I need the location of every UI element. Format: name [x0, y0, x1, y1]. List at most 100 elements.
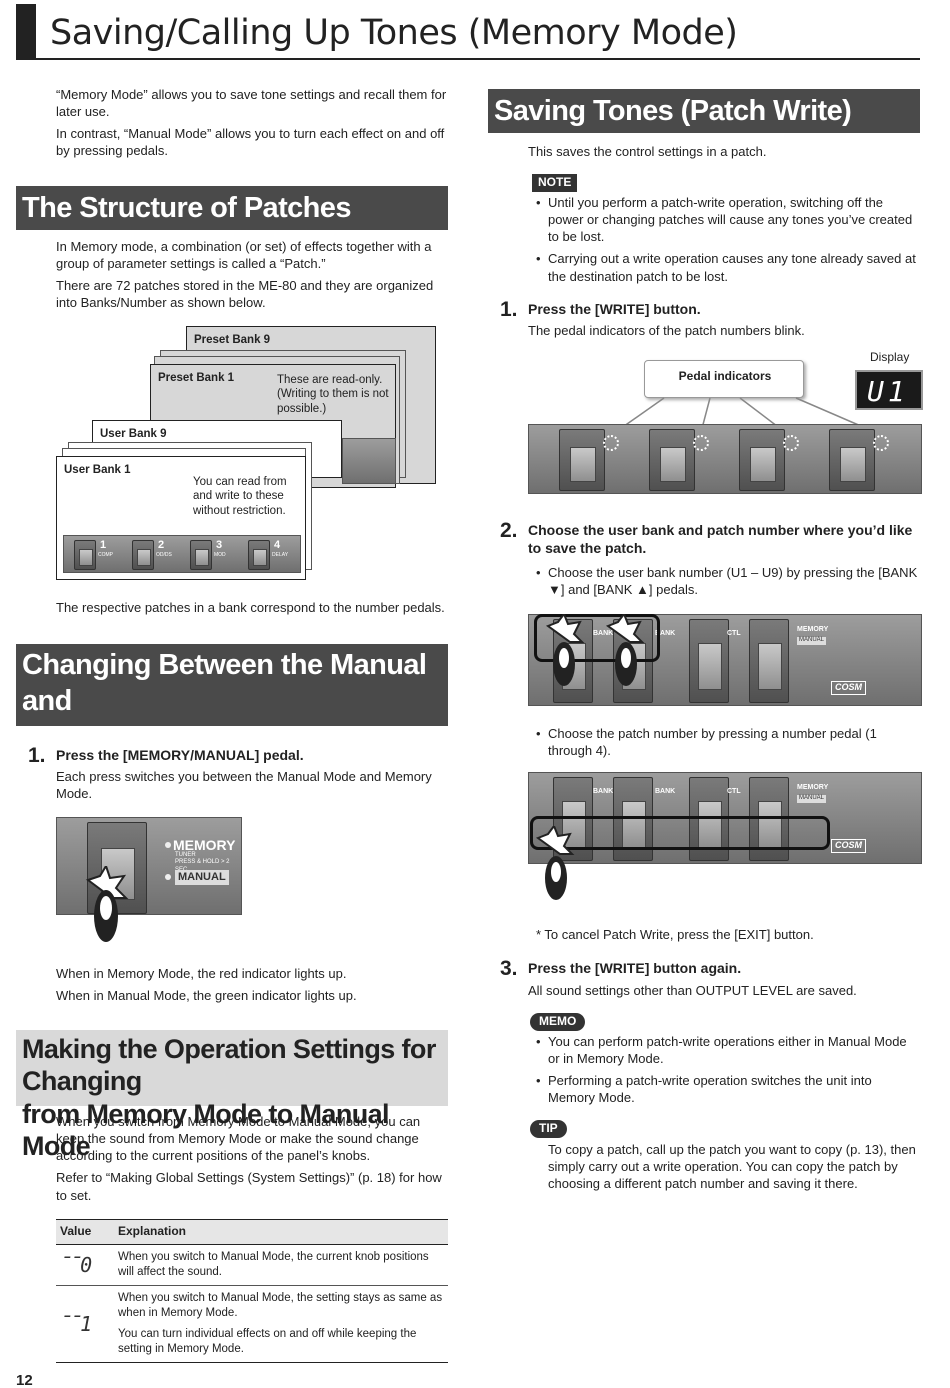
list-item: Until you perform a patch-write operatio…: [528, 194, 920, 245]
pedal: [190, 540, 212, 570]
pedal-number-1: 1: [100, 539, 107, 551]
structure-paragraph: In Memory mode, a combination (or set) o…: [56, 239, 432, 272]
table-row: ¯¯1 When you switch to Manual Mode, the …: [56, 1285, 448, 1363]
page-title: Saving/Calling Up Tones (Memory Mode): [50, 13, 738, 53]
step-number: 1.: [28, 744, 46, 767]
op-settings-text: When you switch from Memory Mode to Manu…: [56, 1113, 450, 1209]
pedal: [689, 777, 729, 861]
changing-step-text: Each press switches you between the Manu…: [56, 769, 432, 802]
write-pedalboard: [528, 424, 922, 494]
intro-paragraph: In contrast, “Manual Mode” allows you to…: [56, 126, 445, 159]
tip-text: To copy a patch, call up the patch you w…: [548, 1142, 916, 1192]
note-tag: NOTE: [532, 173, 578, 192]
display-label: Display: [870, 350, 910, 364]
pedal: [132, 540, 154, 570]
bank-pedals-highlight: [534, 614, 660, 662]
section-heading-structure: The Structure of Patches: [16, 186, 448, 230]
manual-label: MANUAL: [797, 795, 827, 803]
page-title-bar: Saving/Calling Up Tones (Memory Mode): [16, 4, 920, 60]
panel-tuner-label: TUNER: [175, 852, 196, 858]
user-bank-1-card: User Bank 1 You can read from and write …: [56, 456, 306, 580]
changing-step-1: 1. Press the [MEMORY/MANUAL] pedal.: [28, 744, 448, 767]
ctl-label: CTL: [727, 630, 741, 637]
bank-down-label: BANK: [593, 788, 614, 795]
bank-up-label: BANK: [655, 788, 676, 795]
memo-list: You can perform patch-write operations e…: [528, 1033, 920, 1112]
bank-up-label: BANK: [655, 630, 676, 637]
step-number: 3.: [500, 957, 518, 980]
intro-paragraph: “Memory Mode” allows you to save tone se…: [56, 87, 447, 120]
tip-label: TIP: [530, 1120, 567, 1138]
pedal: [248, 540, 270, 570]
heading-line: Memory Modes: [22, 721, 227, 754]
pedal-indicator-icon: [693, 435, 709, 451]
pedal: [689, 619, 729, 703]
structure-paragraph: There are 72 patches stored in the ME-80…: [56, 278, 434, 311]
table-row: ¯¯0 When you switch to Manual Mode, the …: [56, 1244, 448, 1287]
heading-line: Making the Operation Settings for Changi…: [22, 1034, 436, 1097]
pedal-number-2: 2: [158, 539, 165, 551]
note-label: NOTE: [532, 174, 578, 192]
pedal: [559, 429, 605, 491]
step-label: Press the [WRITE] button again.: [528, 960, 742, 976]
pedal-indicator-icon: [603, 435, 619, 451]
saving-step-1: 1. Press the [WRITE] button.: [500, 298, 920, 321]
preset-bank-1-label: Preset Bank 1: [158, 372, 235, 384]
op-settings-paragraph: When you switch from Memory Mode to Manu…: [56, 1114, 421, 1164]
column-header-value: Value: [56, 1219, 114, 1245]
pedal-indicators-callout: Pedal indicators: [644, 360, 804, 398]
memo-tag: MEMO: [530, 1012, 586, 1031]
ctl-pedal: [749, 619, 789, 703]
saving-step-3: 3. Press the [WRITE] button again.: [500, 957, 920, 980]
memo-label: MEMO: [530, 1013, 586, 1031]
pedal-name: OD/DS: [156, 552, 172, 558]
pedal-number-4: 4: [274, 539, 281, 551]
step-label: Press the [MEMORY/MANUAL] pedal.: [56, 747, 304, 763]
memory-label: MEMORY: [797, 784, 829, 791]
pedal-name: DELAY: [272, 552, 289, 558]
section-heading-op-settings: Making the Operation Settings for Changi…: [16, 1030, 448, 1161]
foot-press-icon: [85, 866, 129, 942]
value-cell: ¯¯0: [56, 1244, 114, 1287]
display-value: U1: [867, 375, 909, 408]
ctl-label: CTL: [727, 788, 741, 795]
pedal-name: MOD: [214, 552, 226, 558]
cancel-note: * To cancel Patch Write, press the [EXIT…: [536, 927, 814, 942]
cosm-logo: COSM: [831, 839, 866, 853]
pedal-name: COMP: [98, 552, 113, 558]
explanation-line: You can turn individual effects on and o…: [118, 1327, 417, 1355]
intro: “Memory Mode” allows you to save tone se…: [56, 86, 450, 165]
number-pedals-highlight: [530, 816, 830, 850]
memory-label: MEMORY: [797, 626, 829, 633]
bank-diagram: Preset Bank 9 Preset Bank 1 These are re…: [56, 324, 438, 582]
preset-note: These are read-only. (Writing to them is…: [277, 374, 389, 415]
step-label-line: to save the patch.: [528, 540, 647, 557]
step-number: 2.: [500, 519, 518, 542]
structure-text: In Memory mode, a combination (or set) o…: [56, 238, 448, 317]
saving-step-3-text: All sound settings other than OUTPUT LEV…: [528, 983, 857, 998]
foot-press-icon: [545, 614, 645, 686]
tip-tag: TIP: [530, 1119, 567, 1138]
list-item: Choose the patch number by pressing a nu…: [528, 725, 920, 759]
step-number: 1.: [500, 298, 518, 321]
step-label-line: Choose the user bank and patch number wh…: [528, 522, 913, 538]
value-table: Value Explanation ¯¯0 When you switch to…: [56, 1219, 448, 1363]
pedal: [74, 540, 96, 570]
explanation-line: When you switch to Manual Mode, the sett…: [118, 1292, 443, 1320]
saving-step-1-text: The pedal indicators of the patch number…: [528, 323, 805, 338]
user-bank-1-label: User Bank 1: [64, 464, 131, 476]
heading-line: from Memory Mode to Manual Mode: [22, 1098, 390, 1162]
manual-label: MANUAL: [797, 637, 827, 645]
saving-step-2: 2. Choose the user bank and patch number…: [500, 519, 920, 561]
op-settings-paragraph: Refer to “Making Global Settings (System…: [56, 1170, 442, 1203]
bank-down-label: BANK: [593, 630, 614, 637]
list-item: You can perform patch-write operations e…: [528, 1033, 920, 1067]
list-item: Carrying out a write operation causes an…: [528, 250, 920, 284]
pedal: [739, 429, 785, 491]
panel-manual-label: MANUAL: [175, 870, 229, 885]
note-list: Until you perform a patch-write operatio…: [528, 194, 920, 290]
table-header-row: Value Explanation: [56, 1219, 448, 1245]
foot-press-icon: [535, 826, 575, 900]
heading-line: Changing Between the Manual and: [22, 649, 427, 718]
pedal-indicator-icon: [873, 435, 889, 451]
